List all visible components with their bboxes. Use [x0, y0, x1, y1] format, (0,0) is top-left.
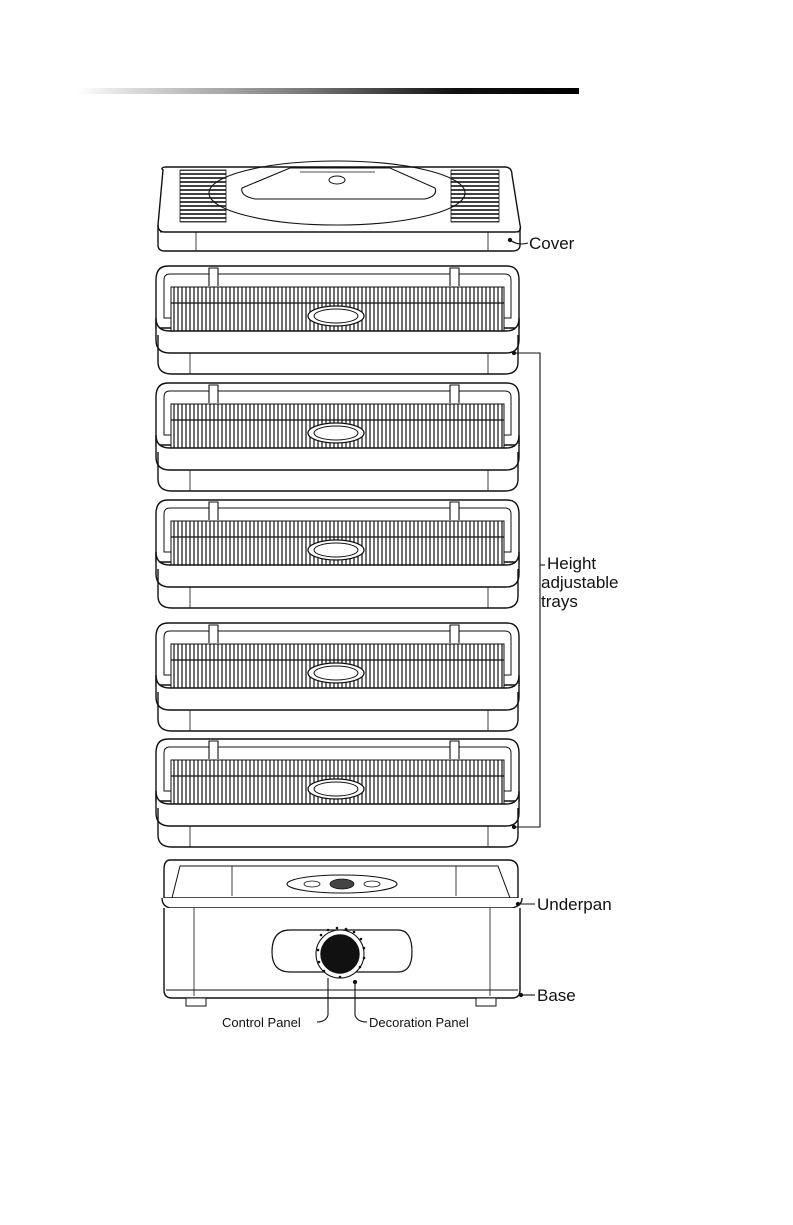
cover-label: Cover [529, 234, 575, 253]
underpan-label: Underpan [537, 895, 612, 914]
base-label: Base [537, 986, 576, 1005]
tray-4 [156, 623, 519, 731]
decoration-panel-label: Decoration Panel [369, 1015, 469, 1030]
trays-label-line1: Height [547, 554, 596, 573]
tray-2 [156, 383, 519, 491]
trays-label-line3: trays [541, 592, 578, 611]
cover-part [158, 161, 520, 251]
tray-3 [156, 500, 519, 608]
trays-label-line2: adjustable [541, 573, 619, 592]
tray-5 [156, 739, 519, 847]
base-part [162, 860, 522, 1006]
control-panel-label: Control Panel [222, 1015, 301, 1030]
tray-1 [156, 266, 519, 374]
